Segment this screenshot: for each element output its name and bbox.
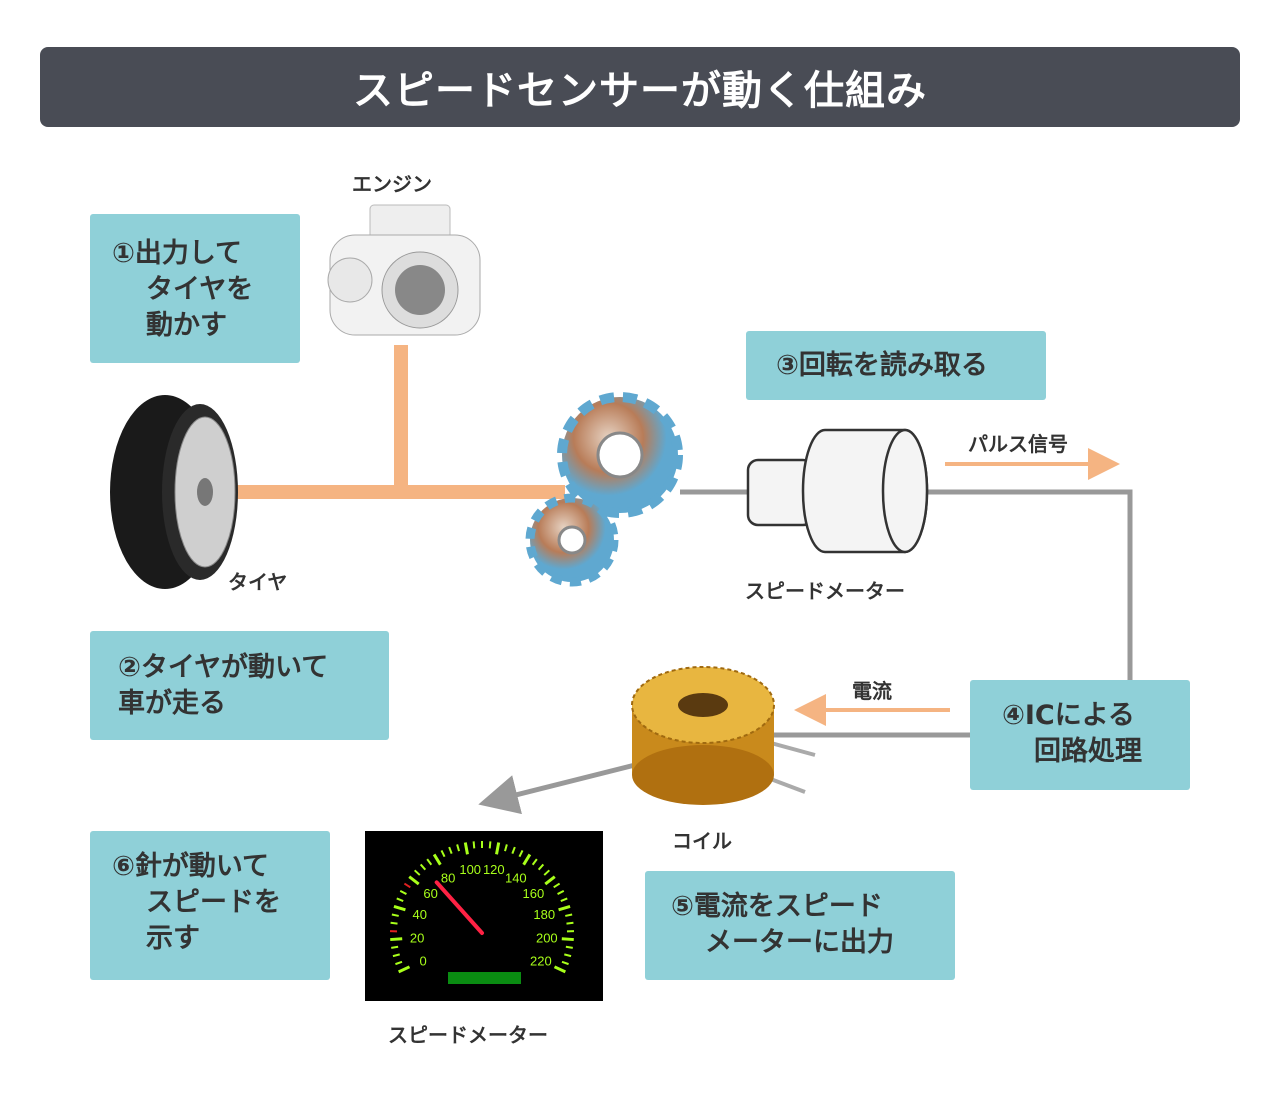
gauge-tick [557, 889, 565, 895]
gauge-tick [419, 863, 427, 871]
gauge-tick [537, 863, 545, 871]
gauge-tick [564, 953, 572, 958]
step-5-box: ⑤電流をスピード メーターに出力 [645, 871, 955, 980]
gauge-tick [391, 945, 399, 949]
step-text: メーターに出力 [705, 927, 894, 958]
gauge-tick-label: 180 [533, 907, 555, 922]
gauge-tick [393, 904, 406, 912]
gauge-tick [413, 869, 421, 876]
engine-icon [327, 204, 481, 336]
gauge-tick-label: 100 [459, 862, 481, 877]
gauge-tick-label: 40 [413, 907, 427, 922]
step-text: ②タイヤが動いて [118, 652, 329, 683]
step-text: ⑥針が動いて [112, 851, 270, 882]
gauge-tick [390, 921, 398, 925]
gauge-tick [518, 849, 524, 858]
gauge-tick [390, 937, 403, 942]
step-3-box: ③回転を読み取る [746, 331, 1046, 400]
gauge-tick [396, 897, 404, 903]
step-text: ④ICによる [1002, 700, 1135, 731]
gauge-tick-label: 220 [530, 953, 552, 968]
gauge-tick [448, 846, 453, 854]
step-text: 動かす [146, 310, 227, 341]
step-text: 車が走る [118, 688, 226, 719]
gauge-tick [392, 953, 400, 958]
gauge-tick [561, 937, 574, 942]
tire-label: タイヤ [228, 570, 288, 594]
gauge-tick [543, 869, 551, 876]
step-1-box: ①出力して タイヤを 動かす [90, 214, 300, 363]
gauge-tick [440, 849, 446, 858]
coil-label: コイル [672, 829, 732, 853]
gauge-tick [553, 882, 561, 889]
tire-icon [110, 395, 238, 589]
gauge-tick-label: 200 [536, 931, 558, 946]
gauge-tick-label: 80 [441, 870, 455, 885]
gauge-tick-label: 20 [410, 931, 424, 946]
gauge-tick [403, 882, 411, 889]
step-2-box: ②タイヤが動いて 車が走る [90, 631, 389, 740]
engine-label: エンジン [352, 172, 432, 196]
current-label: 電流 [852, 679, 892, 703]
coil-icon [631, 666, 816, 805]
speedometer-label: スピードメーター [388, 1023, 548, 1047]
gauge-tick [463, 842, 469, 855]
step-6-box: ⑥針が動いて スピードを 示す [90, 831, 330, 980]
step-text: 示す [146, 923, 200, 954]
signal-wire [478, 489, 1133, 815]
gauge-tick [391, 913, 399, 917]
gear-icon [525, 392, 683, 587]
gauge-tick [395, 960, 403, 966]
gauge-tick [531, 858, 538, 866]
speedometer-display [448, 972, 521, 984]
gauge-tick [488, 841, 492, 849]
step-text: ①出力して [112, 238, 243, 269]
step-text: スピードを [146, 887, 281, 918]
speed-sensor-icon [746, 428, 929, 554]
gauge-tick [565, 945, 573, 949]
page-title: スピードセンサーが動く仕組み [40, 47, 1240, 127]
gauge-tick-label: 0 [419, 953, 426, 968]
gauge-tick [561, 960, 569, 966]
gauge-tick [456, 844, 460, 852]
gauge-tick [472, 841, 476, 849]
gauge-tick [544, 875, 556, 886]
speed-sensor-label: スピードメーター [745, 579, 905, 603]
gauge-tick [504, 844, 508, 852]
gauge-tick-label: 120 [483, 862, 505, 877]
step-text: タイヤを [146, 274, 254, 305]
pulse-signal-label: パルス信号 [968, 432, 1068, 456]
step-text: 回路処理 [1034, 736, 1142, 767]
gauge-tick-label: 140 [505, 870, 527, 885]
gauge-tick [553, 965, 567, 974]
drive-shaft [200, 345, 565, 499]
gauge-tick [558, 904, 571, 912]
step-text: ③回転を読み取る [776, 350, 988, 381]
gauge-tick [426, 858, 433, 866]
gauge-tick [495, 842, 501, 855]
step-text: ⑤電流をスピード [671, 891, 883, 922]
gauge-tick [397, 965, 411, 974]
step-4-box: ④ICによる 回路処理 [970, 680, 1190, 790]
gauge-tick-label: 160 [523, 886, 545, 901]
gauge-tick [565, 913, 573, 917]
gauge-tick-label: 60 [423, 886, 437, 901]
gauge-tick [566, 921, 574, 925]
gauge-tick [522, 853, 532, 866]
gauge-tick [408, 875, 420, 886]
gauge-tick [432, 853, 442, 866]
gauge-tick [560, 897, 568, 903]
gauge-needle [434, 880, 484, 935]
gauge-tick [511, 846, 516, 854]
gauge-tick [399, 889, 407, 895]
